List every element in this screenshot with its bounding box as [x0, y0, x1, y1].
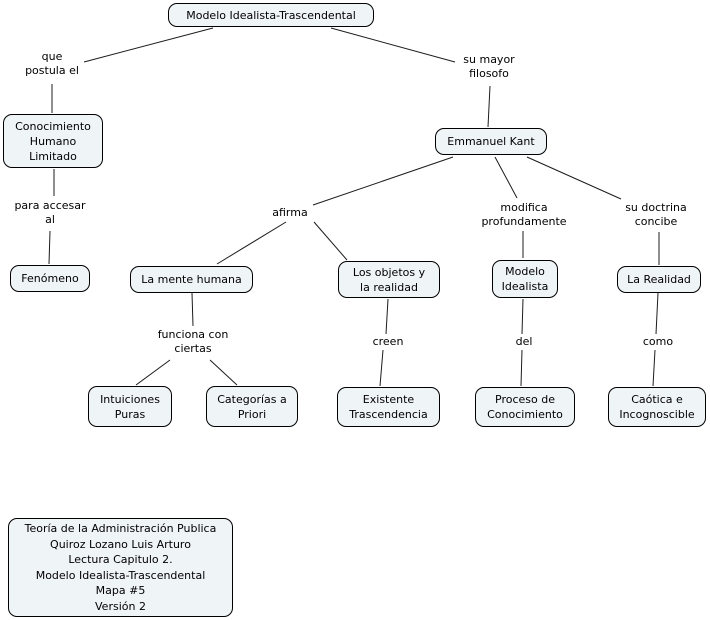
node-conocimiento-humano-limitado[interactable]: Conocimiento Humano Limitado: [3, 114, 103, 168]
node-intuiciones-puras[interactable]: Intuiciones Puras: [88, 386, 172, 427]
node-la-mente-humana[interactable]: La mente humana: [130, 266, 253, 293]
edge-label-del[interactable]: del: [515, 335, 533, 348]
connector-su-mayor-kant: [487, 85, 491, 128]
node-caotica-e-incognoscible[interactable]: Caótica e Incognoscible: [608, 387, 706, 427]
connector-kant-afirma: [312, 156, 454, 206]
node-fenomeno[interactable]: Fenómeno: [10, 265, 90, 292]
node-la-realidad[interactable]: La Realidad: [617, 266, 701, 293]
edge-label-para-accesar-al[interactable]: para accesar al: [14, 199, 86, 226]
connector-root-que-postula: [83, 27, 214, 63]
edge-label-creen[interactable]: creen: [372, 335, 404, 348]
connector-mente-funciona: [191, 292, 194, 327]
connector-funciona-categorias: [209, 359, 238, 386]
node-modelo-idealista-trascendental[interactable]: Modelo Idealista-Trascendental: [168, 3, 374, 27]
connector-root-su-mayor: [330, 27, 456, 63]
edge-label-funciona-con-ciertas[interactable]: funciona con ciertas: [157, 328, 229, 355]
connector-afirma-mente: [216, 221, 287, 265]
edge-label-afirma[interactable]: afirma: [272, 206, 308, 219]
connector-para-accesar-fenomeno: [48, 230, 51, 265]
connector-objetos-creen: [385, 298, 389, 335]
connector-funciona-intuiciones: [135, 359, 171, 386]
connector-kant-modifica: [494, 156, 518, 199]
node-existente-trascendencia[interactable]: Existente Trascendencia: [337, 387, 440, 427]
edge-label-su-mayor-filosofo[interactable]: su mayor filosofo: [463, 53, 515, 80]
edge-label-como[interactable]: como: [642, 335, 674, 348]
node-modelo-idealista[interactable]: Modelo Idealista: [492, 260, 558, 298]
node-emmanuel-kant[interactable]: Emmanuel Kant: [435, 128, 547, 155]
connector-afirma-objetos: [313, 221, 348, 261]
node-proceso-de-conocimiento[interactable]: Proceso de Conocimiento: [475, 387, 575, 427]
connector-kant-su-doctrina: [526, 156, 622, 200]
connector-realidad-como: [655, 292, 659, 335]
edge-label-modifica-profundamente[interactable]: modifica profundamente: [481, 201, 567, 228]
node-categorias-a-priori[interactable]: Categorías a Priori: [206, 386, 298, 427]
edge-label-que-postula-el[interactable]: que postula el: [25, 50, 79, 77]
connector-creen-existente: [379, 349, 384, 387]
node-los-objetos-y-la-realidad[interactable]: Los objetos y la realidad: [338, 261, 440, 298]
connector-como-caotica: [652, 349, 656, 387]
connector-del-proceso: [520, 349, 523, 387]
connector-modelo-idealista-del: [521, 298, 524, 335]
legend-info-box[interactable]: Teoría de la Administración Publica Quir…: [8, 518, 233, 617]
edge-label-su-doctrina-concibe[interactable]: su doctrina concibe: [625, 201, 687, 228]
